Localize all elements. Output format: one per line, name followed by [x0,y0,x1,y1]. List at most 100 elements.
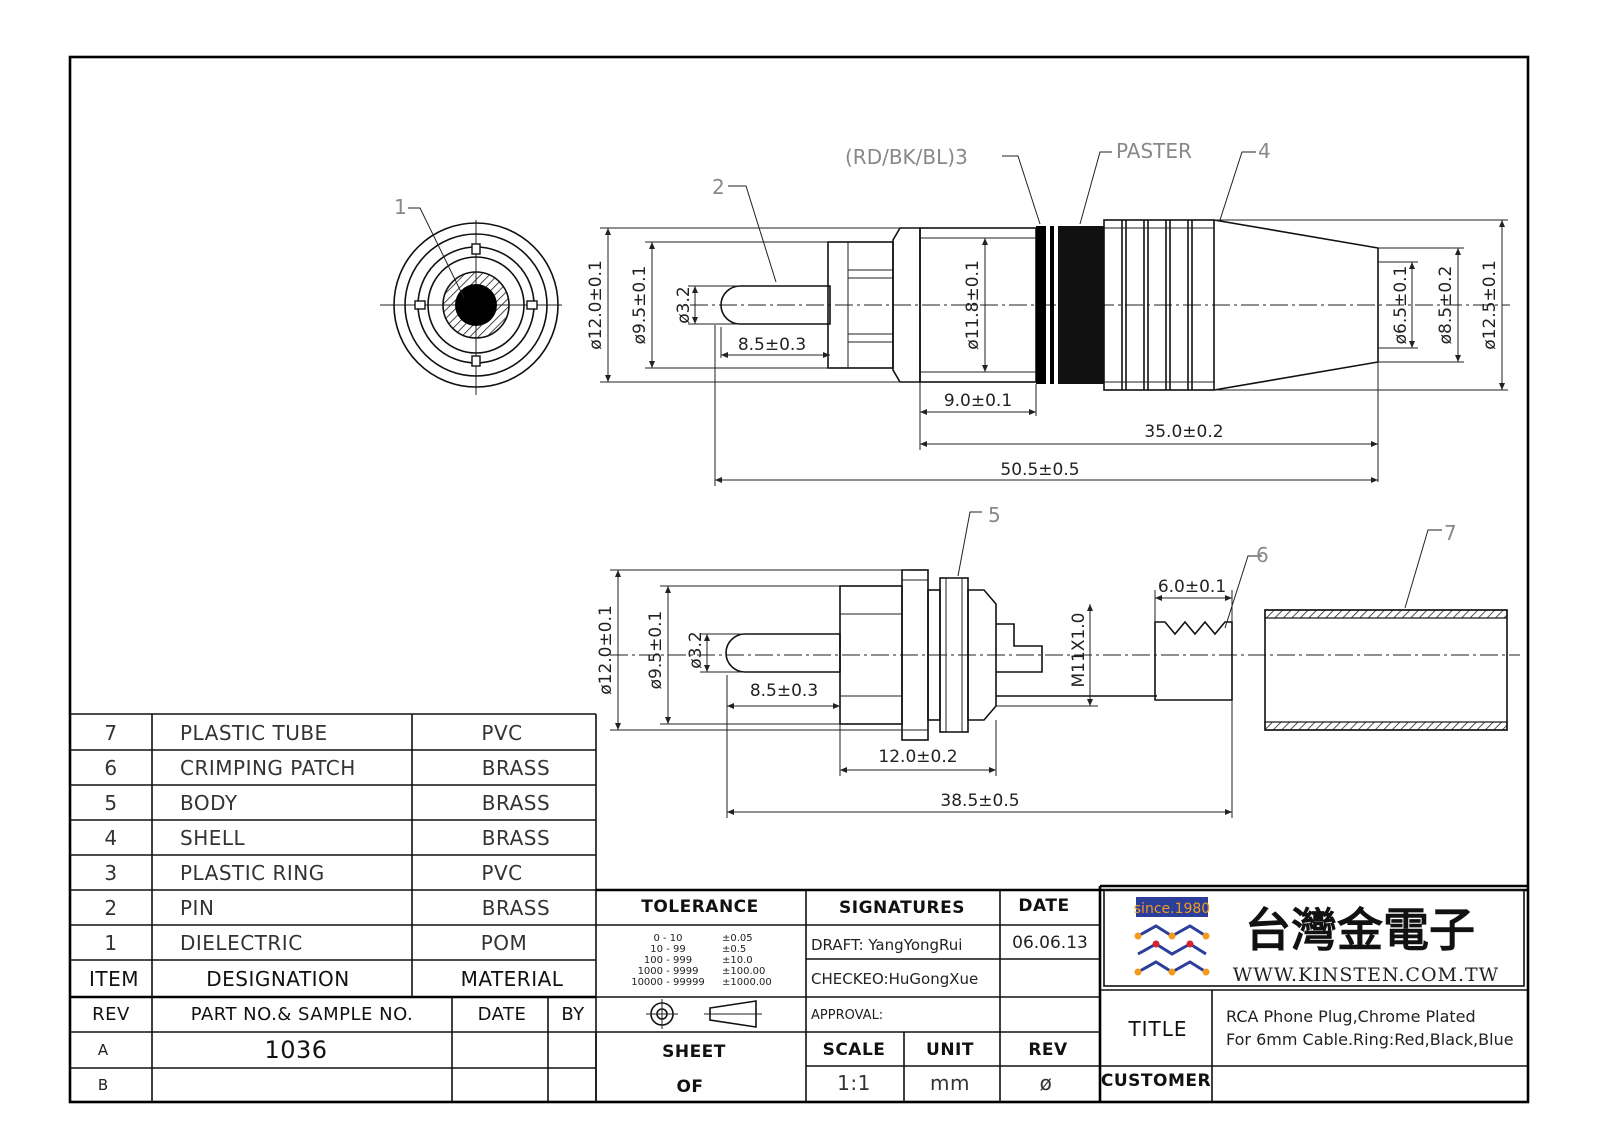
bom-row-3-material: PVC [481,861,522,885]
tb-sheet-label: SHEET [662,1042,726,1062]
bom-header-item: ITEM [89,967,139,991]
bom-header-designation: DESIGNATION [206,967,350,991]
tol-range-2: 100 - 999 [644,955,692,966]
tb-by-header: BY [561,1004,585,1025]
tb-rev-header: REV [92,1004,130,1025]
side-view-parts [610,511,1520,818]
bom-row-2-material: BRASS [482,896,550,920]
tb-unit-label: UNIT [926,1040,974,1060]
tb-draft-date: 06.06.13 [1012,933,1088,953]
kinsten-logo-icon: since.1980 [1134,897,1210,976]
brand-url: WWW.KINSTEN.COM.TW [1233,964,1499,986]
bom-row-2-item: 2 [104,896,117,920]
dim-top-len-50-5: 50.5±0.5 [1000,460,1079,480]
tb-rev-label: REV [1028,1040,1068,1060]
title-block-grid [70,884,1528,1102]
tb-part-no: 1036 [264,1036,327,1064]
tb-scale-value: 1:1 [837,1071,871,1095]
dim-top-dia-12-0: ø12.0±0.1 [586,260,606,350]
tb-rev-a: A [98,1041,109,1059]
tol-value-2: ±10.0 [722,955,753,966]
dim-bottom-dia-3-2: ø3.2 [686,631,706,668]
bom-row-3-item: 3 [104,861,117,885]
tol-value-3: ±100.00 [722,966,765,977]
brand-name-cn: 台灣金電子 [1245,903,1475,957]
bom-row-1-item: 1 [104,931,117,955]
bom-row-5-material: BRASS [482,791,550,815]
callout-1: 1 [394,195,407,219]
brand-since: since.1980 [1134,901,1210,917]
bom-row-5-item: 5 [104,791,117,815]
callout-4: 4 [1258,139,1271,163]
bom-row-1-material: POM [481,931,528,955]
bom-row-6-designation: CRIMPING PATCH [180,756,356,780]
bom-row-6-item: 6 [104,756,117,780]
dim-top-dia-6-5: ø6.5±0.1 [1391,266,1411,345]
tol-value-0: ±0.05 [722,933,753,944]
dim-bottom-thread: M11X1.0 [1069,613,1089,688]
end-view [380,207,562,395]
tb-title-line1: RCA Phone Plug,Chrome Plated [1226,1007,1476,1026]
tb-title-line2: For 6mm Cable.Ring:Red,Black,Blue [1226,1030,1514,1049]
tol-range-4: 10000 - 99999 [631,977,705,988]
tol-value-1: ±0.5 [722,944,746,955]
tolerance-table: 0 - 10 ±0.05 10 - 99 ±0.5 100 - 999 ±10.… [631,933,772,988]
dim-top-dia-12-5: ø12.5±0.1 [1480,260,1500,350]
tb-part-header: PART NO.& SAMPLE NO. [191,1004,414,1025]
tb-approval: APPROVAL: [811,1008,883,1023]
tol-range-1: 10 - 99 [650,944,685,955]
tb-rev-value: ø [1040,1071,1053,1095]
bom-row-3-designation: PLASTIC RING [180,861,325,885]
bom-row-7-designation: PLASTIC TUBE [180,721,328,745]
bom-rows: 7 PLASTIC TUBE PVC 6 CRIMPING PATCH BRAS… [89,721,564,991]
dim-top-len-9-0: 9.0±0.1 [944,391,1012,411]
tb-checked: CHECKEO:HuGongXue [811,970,978,988]
bom-row-1-designation: DIELECTRIC [180,931,303,955]
tb-scale-label: SCALE [823,1040,886,1060]
dim-bottom-dia-12-0: ø12.0±0.1 [596,605,616,695]
tb-rev-b: B [98,1076,108,1094]
tb-title-label: TITLE [1127,1017,1187,1041]
callout-2: 2 [712,175,725,199]
bom-header-material: MATERIAL [461,967,564,991]
callout-7: 7 [1444,521,1457,545]
bom-table [70,713,597,1102]
dim-top-dia-8-5: ø8.5±0.2 [1436,266,1456,345]
drawing-border [68,55,1530,1104]
tb-signatures-label: SIGNATURES [839,898,965,918]
dim-top-dia-9-5: ø9.5±0.1 [630,266,650,345]
callout-3: (RD/BK/BL)3 [845,145,968,169]
bom-row-7-item: 7 [104,721,117,745]
callout-6: 6 [1256,543,1269,567]
tb-date-label: DATE [1018,896,1069,916]
tb-unit-value: mm [930,1071,970,1095]
dim-bottom-len-12-0: 12.0±0.2 [878,747,957,767]
callout-paster: PASTER [1116,139,1192,163]
bom-row-2-designation: PIN [180,896,214,920]
bom-row-4-item: 4 [104,826,117,850]
bom-row-6-material: BRASS [482,756,550,780]
dim-top-len-8-5: 8.5±0.3 [738,335,806,355]
bom-row-4-material: BRASS [482,826,550,850]
side-view-assembled [600,151,1510,486]
tb-draft: DRAFT: YangYongRui [811,936,962,954]
tb-customer-label: CUSTOMER [1101,1071,1211,1091]
bom-row-4-designation: SHELL [180,826,246,850]
tol-range-0: 0 - 10 [653,933,682,944]
bom-row-5-designation: BODY [180,791,238,815]
tb-of-label: OF [676,1077,703,1097]
tol-value-4: ±1000.00 [722,977,772,988]
knurl-grooves [1104,220,1214,390]
dim-top-dia-3-2: ø3.2 [674,286,694,323]
dim-top-dia-11-8: ø11.8±0.1 [963,260,983,350]
callout-5: 5 [988,503,1001,527]
dim-bottom-len-38-5: 38.5±0.5 [940,791,1019,811]
projection-symbol-icon [646,999,762,1029]
tb-tolerance-label: TOLERANCE [641,897,759,917]
bom-row-7-material: PVC [481,721,522,745]
dim-top-len-35-0: 35.0±0.2 [1144,422,1223,442]
dim-bottom-len-6-0: 6.0±0.1 [1158,577,1226,597]
tol-range-3: 1000 - 9999 [638,966,699,977]
dim-bottom-dia-9-5: ø9.5±0.1 [646,611,666,690]
